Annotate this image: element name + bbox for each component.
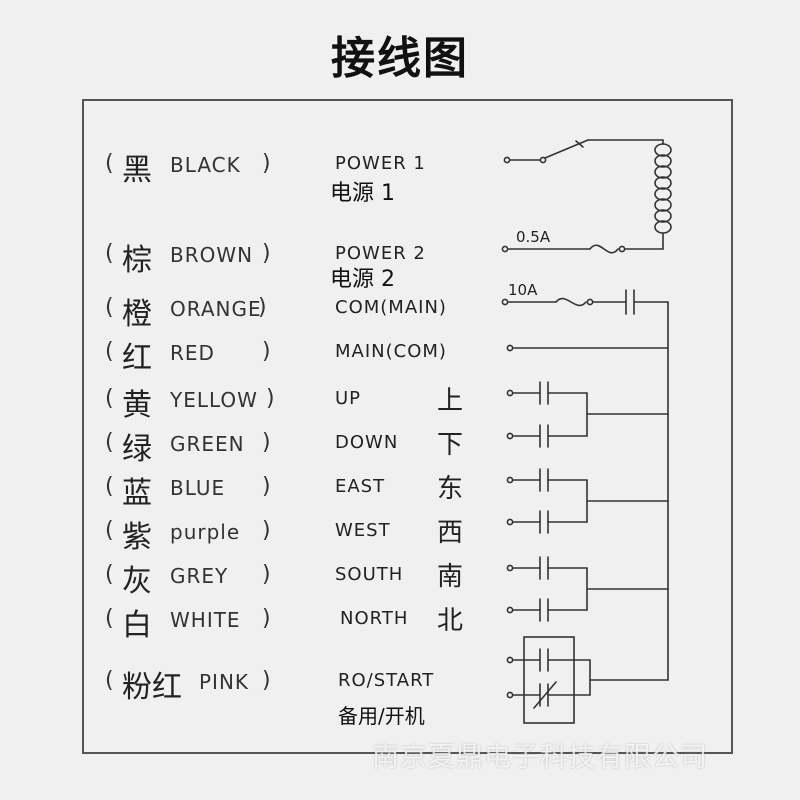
terminal [501, 245, 509, 253]
wire-function-cn: 电源 1 [330, 181, 395, 206]
diagram-frame [82, 99, 733, 754]
wire-row-black: ( 黑 BLACK ) POWER 1 电源 1 [0, 145, 800, 206]
fuse-rating-10a: 10A [508, 281, 538, 299]
wire-direction: 南 [437, 562, 464, 592]
wire-row-green: ( 绿 GREEN ) DOWN 下 [0, 424, 800, 467]
wire-direction: 西 [437, 518, 464, 548]
wire-color-en: YELLOW [170, 388, 258, 412]
wire-color-cn: 绿 [122, 432, 152, 467]
wire-color-en: BROWN [170, 243, 254, 267]
wire-function: RO/START [338, 670, 435, 691]
switch-blade [544, 139, 589, 159]
wire-row-red: ( 红 RED ) MAIN(COM) [0, 333, 800, 376]
wire-row-brown: ( 棕 BROWN ) POWER 2 电源 2 [0, 235, 800, 292]
wire-function: DOWN [335, 432, 399, 453]
terminal [503, 156, 511, 164]
wire-color-en: PINK [199, 670, 250, 694]
wire-row-blue: ( 蓝 BLUE ) EAST 东 [0, 468, 800, 511]
wire-color-cn: 黑 [122, 153, 152, 188]
wire-direction: 下 [437, 430, 464, 460]
terminal [506, 564, 514, 572]
wire-function: POWER 1 [335, 153, 426, 174]
terminal [501, 298, 509, 306]
terminal [539, 156, 547, 164]
wire-row-orange: ( 橙 ORANGE ) COM(MAIN) [0, 289, 800, 332]
wire-function: WEST [335, 520, 391, 541]
switch-arrow [575, 140, 584, 148]
terminal [506, 389, 514, 397]
terminal [506, 606, 514, 614]
wire-color-en: GREY [170, 564, 229, 588]
fuse-rating-0-5a: 0.5A [516, 228, 551, 246]
wire-color-cn: 白 [122, 608, 152, 643]
start-relay-box [523, 636, 575, 724]
terminal [506, 432, 514, 440]
coil-turn [654, 143, 672, 157]
coil-turn [654, 187, 672, 201]
fuse [555, 297, 587, 307]
wire-color-cn: 灰 [122, 564, 152, 599]
wire-function: COM(MAIN) [335, 297, 447, 318]
wire-function: SOUTH [335, 564, 404, 585]
coil-turn [654, 198, 672, 212]
wire-color-cn: 黄 [122, 388, 152, 423]
wire-color-en: WHITE [170, 608, 241, 632]
coil-turn [654, 154, 672, 168]
wire-direction: 北 [437, 606, 464, 636]
wire-color-en: ORANGE [170, 297, 262, 321]
wire-color-en: BLUE [170, 476, 226, 500]
terminal [506, 656, 514, 664]
wire-color-cn: 棕 [122, 243, 152, 278]
wire-direction: 上 [437, 386, 464, 416]
wire-row-pink: ( 粉红 PINK ) RO/START 备用/开机 [0, 662, 800, 728]
wire-color-cn: 粉红 [122, 670, 182, 705]
terminal [506, 691, 514, 699]
wire-color-en: BLACK [170, 153, 241, 177]
wire-row-yellow: ( 黄 YELLOW ) UP 上 [0, 380, 800, 423]
coil-turn [654, 176, 672, 190]
wire-color-en: purple [170, 520, 241, 544]
wire-function: UP [335, 388, 362, 409]
wire-direction: 东 [437, 474, 464, 504]
wire-row-white: ( 白 WHITE ) NORTH 北 [0, 600, 800, 643]
wire-function: EAST [335, 476, 386, 497]
wire-color-cn: 紫 [122, 520, 152, 555]
terminal [506, 344, 514, 352]
wire-color-cn: 红 [122, 341, 152, 376]
terminal [618, 245, 626, 253]
wire-function-cn: 电源 2 [330, 267, 395, 292]
contact-slash [533, 681, 557, 709]
wire-function: NORTH [340, 608, 409, 629]
terminal [506, 476, 514, 484]
coil-turn [654, 165, 672, 179]
terminal [586, 298, 594, 306]
wire-color-cn: 蓝 [122, 476, 152, 511]
terminal [506, 518, 514, 526]
coil-turn [654, 209, 672, 223]
wire-row-grey: ( 灰 GREY ) SOUTH 南 [0, 556, 800, 599]
diagram-title: 接线图 [331, 33, 469, 84]
wire-function: POWER 2 [335, 243, 426, 264]
wire-color-cn: 橙 [122, 297, 152, 332]
wire-row-purple: ( 紫 purple ) WEST 西 [0, 512, 800, 555]
wire-color-en: RED [170, 341, 215, 365]
wire-color-en: GREEN [170, 432, 245, 456]
company-watermark: 南京夏鼎电子科技有限公司 [372, 742, 708, 773]
wire-function: MAIN(COM) [335, 341, 447, 362]
wire-function-cn: 备用/开机 [338, 704, 425, 728]
fuse [589, 244, 619, 254]
